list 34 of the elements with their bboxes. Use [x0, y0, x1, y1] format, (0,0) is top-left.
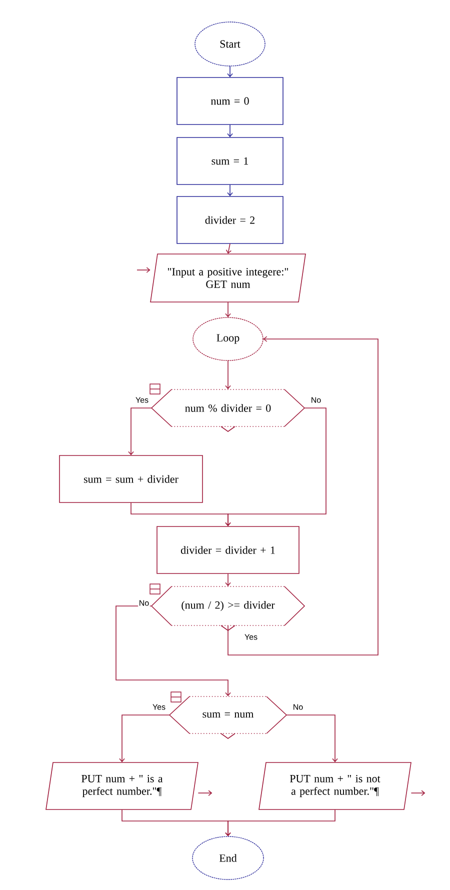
edge-label: No — [294, 704, 303, 710]
arrow — [128, 408, 152, 456]
process-box: divider = divider + 1 — [156, 526, 300, 574]
arrow — [225, 360, 231, 390]
arrow — [228, 336, 378, 656]
input-output-parallelogram: PUT num + " is not a perfect number."¶ — [258, 762, 412, 810]
arrow — [227, 124, 233, 138]
decision-hexagon: (num / 2) >= divider — [150, 586, 306, 631]
arrow — [225, 809, 336, 836]
arrow — [286, 714, 338, 762]
process-box: divider = 2 — [176, 196, 284, 244]
arrow — [119, 714, 170, 762]
edge-label: Yes — [136, 397, 148, 403]
process-box: sum = sum + divider — [59, 455, 203, 503]
arrow — [226, 243, 232, 254]
edge-label: No — [312, 397, 321, 403]
process-box: sum = 1 — [176, 137, 284, 185]
arrow — [136, 267, 150, 273]
arrow — [227, 184, 233, 196]
arrow — [227, 66, 233, 78]
arrow — [225, 302, 231, 318]
edge-label: Yes — [152, 704, 166, 710]
decision-hexagon: num % divider = 0 — [150, 389, 306, 432]
arrow — [410, 790, 426, 796]
edge-label: Yes — [244, 634, 258, 640]
arrow — [116, 606, 231, 696]
process-box: num = 0 — [176, 77, 284, 125]
input-output-parallelogram: PUT num + " is a perfect number."¶ — [46, 762, 198, 810]
arrow — [198, 790, 212, 796]
input-output-parallelogram: "Input a positive integere:" GET num — [150, 254, 306, 302]
arrow — [225, 573, 231, 586]
decision-hexagon: sum = num — [168, 696, 288, 739]
edge-label: No — [140, 600, 149, 606]
arrow — [130, 502, 231, 526]
